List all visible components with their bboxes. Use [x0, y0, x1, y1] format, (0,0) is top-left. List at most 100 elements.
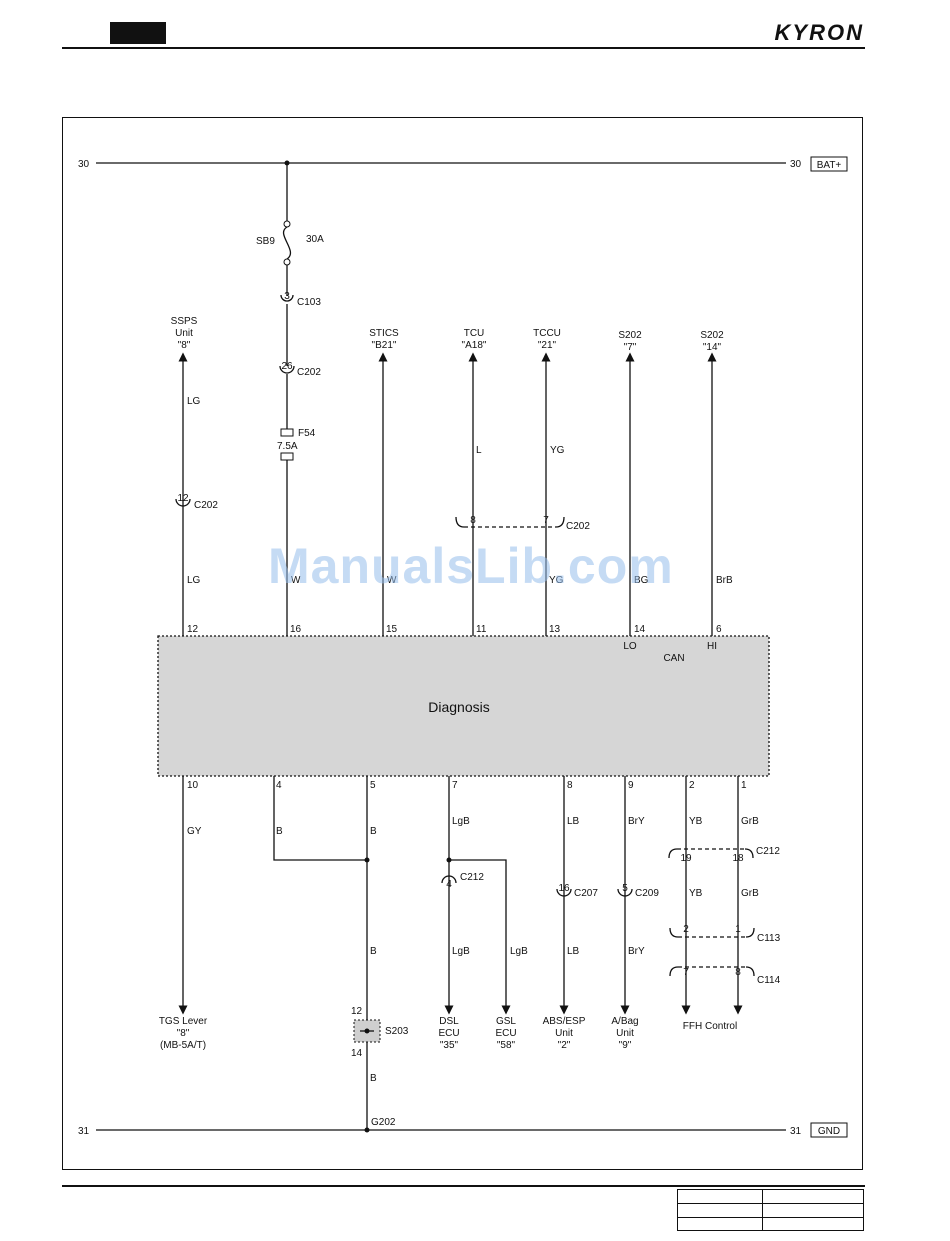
s202-7-dest-1: S202 [618, 330, 642, 341]
bat-tag-box [810, 156, 848, 172]
fuse-sb9-name: SB9 [256, 236, 275, 247]
fuse-terminal-bottom [283, 258, 291, 266]
connector-c207-icon [556, 888, 572, 897]
inline-fuse-f54-bottom [280, 452, 294, 461]
ffh-left-c114-pin: 7 [683, 967, 689, 978]
splice-pin-bottom: 14 [351, 1048, 363, 1059]
brand-logo: KYRON [774, 20, 864, 45]
s202-7-color-lower: BG [634, 575, 649, 586]
ssps-ecu-pin: 12 [187, 624, 199, 635]
ffh-c114: C114 [757, 975, 781, 986]
fuse-terminal-top [283, 220, 291, 228]
stics-dest-2: "B21" [372, 340, 397, 351]
bat-tag: BAT+ [817, 160, 842, 171]
connector-c202-power-icon [279, 365, 295, 374]
rail-30-right: 30 [790, 159, 802, 170]
dsl-ecu-pin: 7 [452, 780, 458, 791]
dsl-color-upper: LgB [452, 816, 470, 827]
tcu-dest-2: "A18" [462, 340, 487, 351]
tccu-color-lower: YG [549, 575, 564, 586]
connector-c212-pair-icon [668, 848, 754, 859]
abs-dest-1: ABS/ESP [543, 1016, 586, 1027]
dsl-gsl-junction [446, 857, 452, 863]
c202-power-name: C202 [297, 367, 321, 378]
diagnosis-title: Diagnosis [428, 699, 489, 715]
abs-color-lower: LB [567, 946, 580, 957]
abs-connector: C207 [574, 888, 598, 899]
ffh-right-c212-pin: 18 [732, 853, 744, 864]
abag-dest-2: Unit [616, 1028, 634, 1039]
ssps-connector: C202 [194, 500, 218, 511]
connector-c113-icon [669, 927, 755, 938]
tgs-ecu-pin: 10 [187, 780, 199, 791]
abag-connector-pin: 5 [622, 883, 628, 894]
gnd5-ecu-pin: 5 [370, 780, 376, 791]
ffh-dest: FFH Control [683, 1021, 737, 1032]
diagram-frame [62, 117, 863, 1170]
dsl-color-lower: LgB [452, 946, 470, 957]
connector-c103-icon [280, 294, 294, 302]
gsl-wire [449, 859, 511, 1015]
s202-7-dest-2: "7" [624, 342, 637, 353]
gsl-dest-3: "58" [497, 1040, 516, 1051]
dsl-dest-1: DSL [439, 1016, 459, 1027]
stics-color-lower: W [387, 575, 397, 586]
ffh-left-color-upper: YB [689, 816, 703, 827]
ssps-color-lower: LG [187, 575, 201, 586]
tccu-dest-2: "21" [538, 340, 557, 351]
abs-dest-2: Unit [555, 1028, 573, 1039]
splice-pin-top: 12 [351, 1006, 363, 1017]
header-rule [62, 47, 865, 49]
ffh-right-c113-pin: 1 [735, 924, 741, 935]
dsl-dest-3: "35" [440, 1040, 459, 1051]
ffh-right-color-upper: GrB [741, 816, 759, 827]
footer-table-column-line [762, 1190, 763, 1230]
ffh-left-ecu-pin: 2 [689, 780, 695, 791]
ground-point [364, 1127, 370, 1133]
power-color-lower: W [291, 575, 301, 586]
power-ecu-pin: 16 [290, 624, 302, 635]
can-hi-label: HI [707, 641, 717, 652]
fuse-sb9-icon [282, 226, 292, 260]
ssps-connector-pin: 12 [177, 493, 189, 504]
abag-color-upper: BrY [628, 816, 645, 827]
inline-fuse-f54-top [280, 428, 294, 437]
gsl-color: LgB [510, 946, 528, 957]
ssps-dest-1: SSPS [171, 316, 198, 327]
gnd4-color: B [276, 826, 283, 837]
connector-c209-icon [617, 888, 633, 897]
tccu-connector-pin: 7 [543, 515, 549, 526]
tccu-color-upper: YG [550, 445, 565, 456]
tcu-ecu-pin: 11 [476, 624, 487, 635]
s202-14-dest-2: "14" [703, 342, 722, 353]
ffh-c113: C113 [757, 933, 781, 944]
footer-rule [62, 1185, 865, 1187]
f54-rating: 7.5A [277, 441, 298, 452]
stics-ecu-pin: 15 [386, 624, 398, 635]
dsl-connector: C212 [460, 872, 484, 883]
dsl-dest-2: ECU [438, 1028, 459, 1039]
gnd-tag-box [810, 1122, 848, 1138]
tgs-dest-3: (MB-5A/T) [160, 1040, 206, 1051]
tcu-color-upper: L [476, 445, 482, 456]
fuse-sb9-rating: 30A [306, 234, 324, 245]
abag-dest-1: A/Bag [611, 1016, 638, 1027]
gnd5-color-lower: B [370, 1073, 377, 1084]
ssps-dest-2: Unit [175, 328, 193, 339]
ffh-c212: C212 [756, 846, 780, 857]
abs-ecu-pin: 8 [567, 780, 573, 791]
abs-connector-pin: 16 [558, 883, 570, 894]
connector-c202-ssps-icon [175, 498, 191, 507]
dsl-connector-pin: 4 [446, 879, 452, 890]
stics-dest-1: STICS [369, 328, 399, 339]
can-lo-label: LO [623, 641, 637, 652]
s202-7-ecu-pin: 14 [634, 624, 646, 635]
ground-g202: G202 [371, 1117, 396, 1128]
f54-name: F54 [298, 428, 316, 439]
abag-dest-3: "9" [619, 1040, 632, 1051]
connector-c212-dsl-icon [441, 875, 457, 884]
gnd4-wire [273, 776, 367, 861]
splice-s203-name: S203 [385, 1026, 409, 1037]
ffh-left-color-mid: YB [689, 888, 703, 899]
